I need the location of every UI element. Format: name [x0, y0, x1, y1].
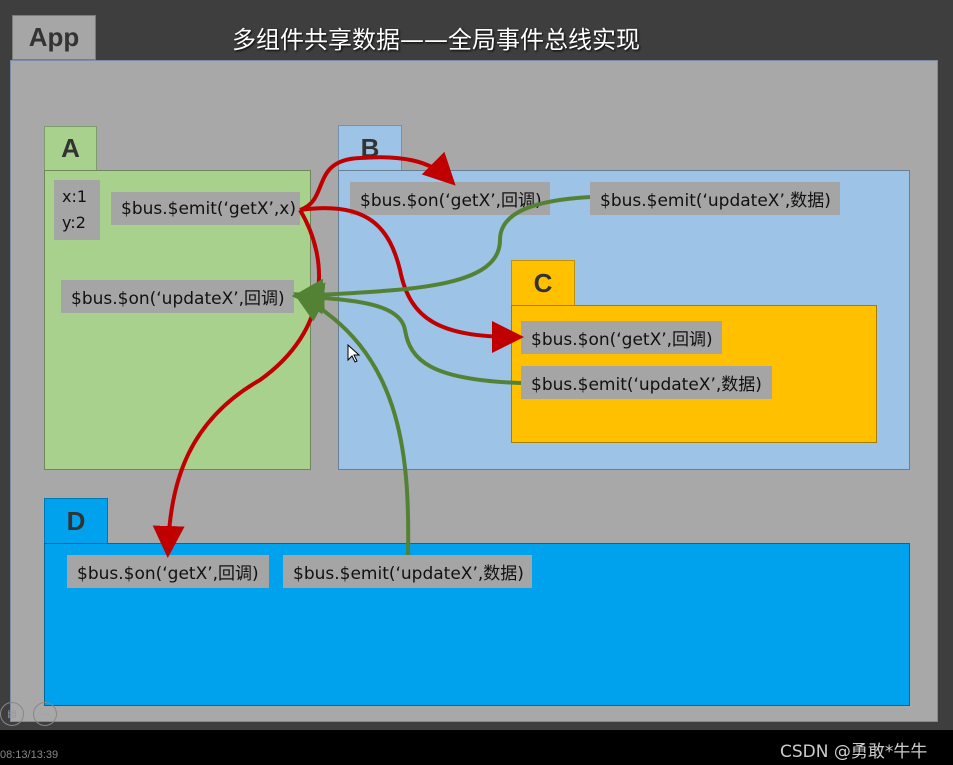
app-tab: App [12, 15, 96, 60]
player-bar [0, 730, 953, 765]
d-emit-updatex: $bus.$emit(‘updateX’,数据) [283, 555, 532, 588]
component-a-tab: A [44, 126, 97, 171]
arrow-updatex-from-b [292, 195, 591, 311]
c-on-getx: $bus.$on(‘getX’,回调) [521, 321, 722, 354]
more-icon[interactable]: ··· [33, 702, 57, 726]
arrow-updatex-from-d [292, 292, 411, 556]
component-d-tab: D [44, 498, 108, 544]
b-on-getx: $bus.$on(‘getX’,回调) [350, 182, 550, 215]
b-emit-updatex: $bus.$emit(‘updateX’,数据) [590, 182, 840, 215]
arrow-getx-to-d [152, 208, 322, 558]
arrow-getx-to-b [299, 151, 456, 212]
data-y: y:2 [62, 213, 86, 232]
watermark: CSDN @勇敢*牛牛 [780, 742, 928, 762]
a-emit-getx: $bus.$emit(‘getX’,x) [111, 192, 300, 225]
subtitle-icon[interactable]: ▤ [0, 702, 24, 726]
playback-time: 08:13/13:39 [0, 749, 59, 761]
component-b-tab: B [338, 125, 402, 171]
arrow-updatex-from-c [292, 282, 522, 385]
diagram-title: 多组件共享数据——全局事件总线实现 [232, 26, 640, 54]
a-on-updatex: $bus.$on(‘updateX’,回调) [61, 280, 294, 313]
arrow-getx-to-c [299, 206, 524, 353]
c-emit-updatex: $bus.$emit(‘updateX’,数据) [521, 366, 772, 399]
mouse-cursor-icon [347, 343, 361, 363]
data-x: x:1 [62, 187, 88, 206]
d-on-getx: $bus.$on(‘getX’,回调) [67, 555, 269, 588]
